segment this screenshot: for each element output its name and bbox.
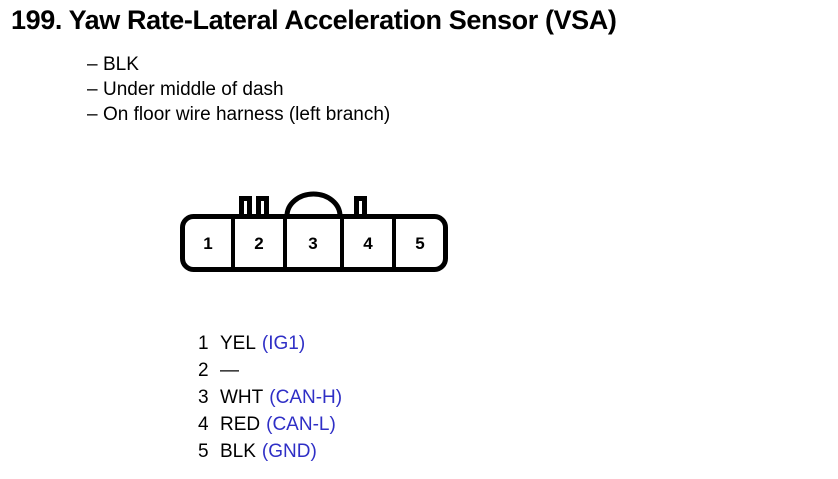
- connector-lock-tabs: [239, 196, 367, 217]
- page-title: 199. Yaw Rate-Lateral Acceleration Senso…: [11, 5, 617, 35]
- list-item-label: BLK: [103, 54, 139, 75]
- pin-wire-color: BLK: [220, 441, 256, 462]
- dash-icon: –: [87, 104, 98, 125]
- connector-body: [180, 214, 448, 272]
- list-item-label: On floor wire harness (left branch): [103, 104, 391, 125]
- pin-wire-color: YEL: [220, 333, 256, 354]
- notes-list: – BLK – Under middle of dash – On floor …: [87, 52, 607, 127]
- pin-wire-color: WHT: [220, 387, 264, 408]
- pin-number: 4: [198, 414, 209, 435]
- cavity-label-2: 2: [254, 234, 263, 253]
- connector-cavity-dividers: [231, 217, 396, 269]
- connector-diagram: 1 2 3 4 5: [170, 186, 460, 281]
- dash-icon: –: [87, 79, 98, 100]
- pin-number: 1: [198, 333, 209, 354]
- pin-legend: 1 YEL (IG1) 2 — 3 WHT (CAN-H) 4 RED (CAN…: [198, 330, 518, 465]
- lock-tab-left: [239, 196, 252, 217]
- pin-signal-name: (IG1): [261, 333, 306, 354]
- connector-arch: [284, 191, 343, 217]
- pin-wire-color: RED: [220, 414, 261, 435]
- cavity-label-4: 4: [363, 234, 373, 253]
- pin-number: 5: [198, 441, 209, 462]
- pin-number: 3: [198, 387, 209, 408]
- lock-tab-right: [354, 196, 367, 217]
- list-item-label: Under middle of dash: [103, 79, 284, 100]
- pin-legend-row: 1 YEL (IG1): [198, 330, 518, 357]
- cavity-label-3: 3: [308, 234, 317, 253]
- pin-signal-name: (CAN-H): [269, 387, 343, 408]
- cavity-label-5: 5: [415, 234, 424, 253]
- dash-icon: –: [87, 54, 98, 75]
- pin-wire-color: —: [220, 360, 239, 381]
- list-item: – Under middle of dash: [87, 77, 607, 102]
- pin-legend-row: 2 —: [198, 357, 518, 384]
- pin-legend-row: 3 WHT (CAN-H): [198, 384, 518, 411]
- pin-signal-name: (CAN-L): [266, 414, 336, 435]
- pin-legend-row: 4 RED (CAN-L): [198, 411, 518, 438]
- pin-signal-name: (GND): [261, 441, 317, 462]
- list-item: – On floor wire harness (left branch): [87, 102, 607, 127]
- pin-number: 2: [198, 360, 209, 381]
- cavity-label-1: 1: [203, 234, 212, 253]
- pin-legend-row: 5 BLK (GND): [198, 438, 518, 465]
- list-item: – BLK: [87, 52, 607, 77]
- lock-tab-middle: [256, 196, 269, 217]
